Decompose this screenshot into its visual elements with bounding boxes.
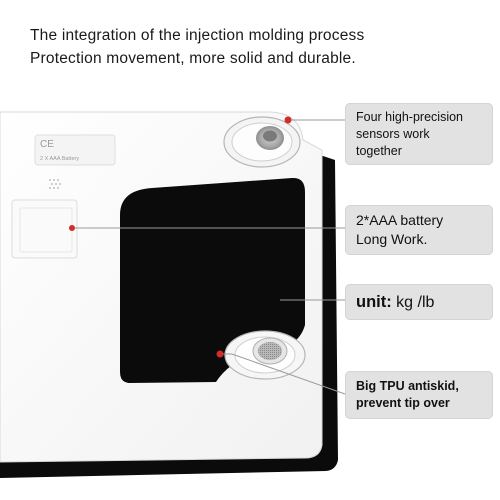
callout-battery: 2*AAA battery Long Work. [345, 205, 493, 255]
sensor-foot-bottom [224, 330, 306, 380]
callout-antiskid: Big TPU antiskid, prevent tip over [345, 371, 493, 419]
battery-cover [11, 199, 78, 259]
callout-sensors-line-1: Four high-precision [356, 109, 463, 124]
callout-antiskid-line-2: prevent tip over [356, 396, 450, 410]
sensor-foot-top [223, 116, 301, 168]
callout-antiskid-line-1: Big TPU antiskid, [356, 379, 459, 393]
callout-unit: unit: kg /lb [345, 284, 493, 320]
speaker-holes [48, 178, 62, 190]
callout-sensors-line-3: together [356, 143, 402, 158]
pointer-battery [69, 225, 345, 231]
pointer-sensors-top [284, 116, 345, 124]
headline-line-2: Protection movement, more solid and dura… [30, 50, 356, 67]
callout-battery-line-1: 2*AAA battery [356, 212, 444, 228]
callout-sensors-line-2: sensors work [356, 126, 430, 141]
ce-mark: CE [40, 139, 54, 150]
battery-label-print: 2 X AAA Battery [40, 156, 79, 162]
headline-line-1: The integration of the injection molding… [30, 27, 365, 44]
label-plate [34, 134, 116, 166]
callout-unit-label: unit: [356, 292, 392, 311]
pointer-antiskid [216, 350, 346, 395]
callout-unit-value: kg /lb [391, 293, 435, 311]
callout-battery-line-2: Long Work. [356, 231, 428, 247]
callout-sensors: Four high-precision sensors work togethe… [345, 103, 493, 165]
